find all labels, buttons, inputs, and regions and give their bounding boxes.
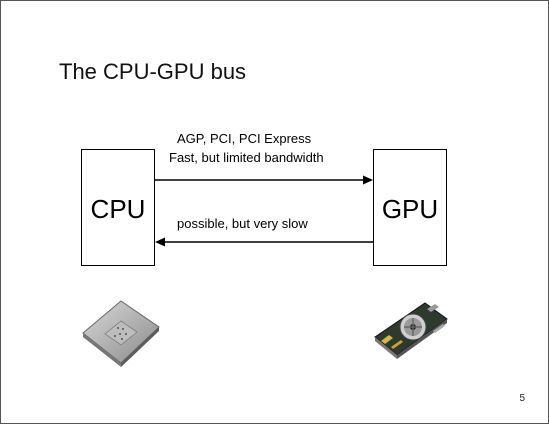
top-arrow-head (363, 175, 373, 185)
bottom-arrow-head (155, 237, 165, 247)
graphics-card-icon (371, 297, 451, 368)
top-arrow-label-line1: AGP, PCI, PCI Express (177, 131, 312, 146)
gpu-label: GPU (381, 194, 439, 224)
top-arrow-label-line2: Fast, but limited bandwidth (169, 150, 324, 165)
page-number: 5 (519, 393, 525, 404)
cpu-box: CPU (81, 149, 155, 266)
cpu-chip-icon (81, 297, 161, 374)
cpu-label: CPU (90, 194, 146, 224)
bottom-arrow-label: possible, but very slow (177, 216, 308, 231)
gpu-box: GPU (373, 149, 447, 266)
slide-title: The CPU-GPU bus (59, 59, 247, 84)
